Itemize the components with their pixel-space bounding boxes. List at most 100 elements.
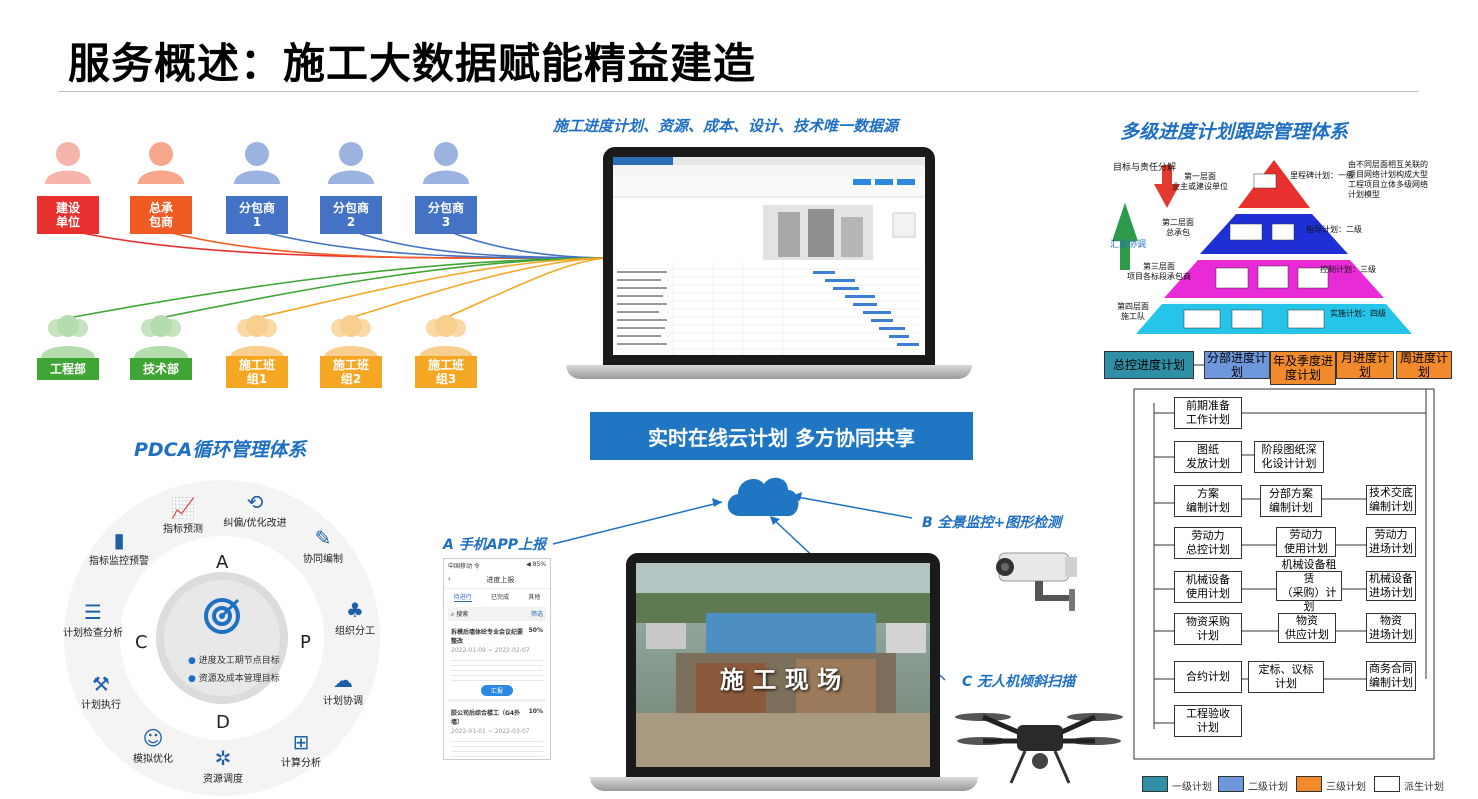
app-report-label: A 手机APP上报 <box>443 537 547 553</box>
cloud-icon <box>727 477 799 516</box>
flow-col1-box: 物资采购 计划 <box>1174 613 1242 645</box>
phone-battery: ◀ 85% <box>526 561 546 568</box>
flow-col2-box: 定标、议标 计划 <box>1248 661 1324 693</box>
tab-other[interactable]: 其他 <box>528 594 541 601</box>
pdca-item-label: 指标监控预警 <box>89 556 149 567</box>
card1-body <box>451 656 543 682</box>
bottom-party-0: 工程部 <box>37 312 99 392</box>
pdca-item: ⟲纠偏/优化改进 <box>210 490 300 529</box>
card2-body <box>451 737 543 759</box>
pdca-item-label: 协同编制 <box>303 554 343 565</box>
legend-label: 一级计划 <box>1172 782 1212 793</box>
shovel-icon: ⚒ <box>92 672 110 696</box>
flow-col2-box: 物资 供应计划 <box>1278 613 1336 643</box>
monitor-label: B 全景监控+图形检测 <box>922 515 1062 531</box>
top-party-3: 分包商 2 <box>320 140 382 234</box>
card1-report-button[interactable]: 汇报 <box>480 685 513 696</box>
pdca-item-label: 纠偏/优化改进 <box>223 518 287 529</box>
flowchart-lines <box>1133 364 1435 760</box>
bottom-party-4: 施工班 组3 <box>415 312 477 392</box>
pdca-heading: PDCA循环管理体系 <box>134 439 307 461</box>
flow-col2-box: 分部方案 编制计划 <box>1260 485 1322 517</box>
pdca-item-label: 计划检查分析 <box>63 628 123 639</box>
legend-label: 派生计划 <box>1404 782 1444 793</box>
tab-done[interactable]: 已完成 <box>490 594 509 601</box>
pyramid-level-2-left: 第二层面 总承包 <box>1162 218 1194 237</box>
legend-swatch <box>1142 776 1168 792</box>
person-icon <box>419 315 473 358</box>
flow-col1-box: 劳动力 总控计划 <box>1174 527 1242 559</box>
legend-label: 二级计划 <box>1248 782 1288 793</box>
bottom-party-3: 施工班 组2 <box>320 312 382 392</box>
goal-schedule: 进度及工期节点目标 <box>198 656 280 666</box>
party-label: 总承 包商 <box>130 196 192 234</box>
phone-search[interactable]: 搜索 <box>456 611 469 618</box>
flow-top-frame <box>1102 349 1454 385</box>
pyramid-level-2-right: 指导计划：二级 <box>1306 225 1362 234</box>
site-label: 施 工 现 场 <box>720 666 842 694</box>
pdca-letter-p: P <box>300 632 311 653</box>
chat-icon: ☁ <box>333 668 353 692</box>
phone-title: 进度上报 <box>486 576 515 584</box>
back-arrow-icon[interactable]: ‹ <box>448 575 451 583</box>
flow-top-3: 月进度计划 <box>1336 351 1394 379</box>
person-icon <box>423 142 469 184</box>
network-icon: ✲ <box>214 746 232 770</box>
bar-chart-icon: ▮ <box>113 528 125 552</box>
party-label: 分包商 3 <box>415 196 477 234</box>
pdca-item: ♣组织分工 <box>310 598 400 637</box>
legend-swatch <box>1296 776 1322 792</box>
legend-label: 三级计划 <box>1326 782 1366 793</box>
card1-title: 拆模后墙体砼专业会议纪要整改 <box>451 629 524 645</box>
head-gear-icon: ☺ <box>142 726 164 750</box>
flow-top-2: 年及季度进度计划 <box>1270 351 1336 385</box>
pyramid-level-4-left: 第四层面 施工队 <box>1117 302 1149 321</box>
pyramid-level-1-left: 第一层面 业主或建设单位 <box>1172 172 1228 191</box>
pyramid-note: 由不同层面相互关联的项目网络计划构成大型工程项目立体多级网络计划模型 <box>1348 160 1428 199</box>
party-label: 分包商 2 <box>320 196 382 234</box>
pyramid-level-1-right: 里程碑计划：一级 <box>1290 171 1354 180</box>
pyramid-left-down: 汇总协调 <box>1110 240 1147 250</box>
phone-status: 中国移动 令 <box>448 563 480 570</box>
flow-col2-box: 劳动力 使用计划 <box>1276 527 1336 557</box>
tab-pending[interactable]: 待进行 <box>453 594 472 602</box>
top-party-2: 分包商 1 <box>226 140 288 234</box>
party-label: 施工班 组2 <box>320 356 382 388</box>
page-title: 服务概述：施工大数据赋能精益建造 <box>68 39 757 88</box>
flow-col1-box: 工程验收 计划 <box>1174 705 1242 737</box>
phone-filter[interactable]: 筛选 <box>530 611 543 618</box>
pdca-item-label: 计划协调 <box>323 696 363 707</box>
party-label: 建设 单位 <box>37 196 99 234</box>
flow-top-4: 周进度计划 <box>1396 351 1452 379</box>
pdca-item: ☺模拟优化 <box>108 726 198 765</box>
person-icon <box>234 142 280 184</box>
pdca-item: ☁ 计划协调 <box>298 668 388 707</box>
party-label: 工程部 <box>37 358 99 380</box>
party-label: 施工班 组3 <box>415 356 477 388</box>
trend-chart-icon: 📈 <box>170 496 196 520</box>
pdca-item-label: 指标预测 <box>163 524 203 535</box>
pyramid-level-3-left: 第三层面 项目各标段承包商 <box>1127 262 1191 281</box>
search-icon: ⌕ <box>451 611 455 618</box>
data-source-heading: 施工进度计划、资源、成本、设计、技术唯一数据源 <box>553 117 899 135</box>
pyramid-diagram <box>1112 160 1412 334</box>
flow-col3-box: 商务合同 编制计划 <box>1366 661 1416 691</box>
laptop-gantt-screen <box>603 147 935 365</box>
card1-date: 2022-01-09 ~ 2022-02-07 <box>451 647 530 654</box>
laptop-base <box>566 365 972 379</box>
bottom-party-1: 技术部 <box>130 312 192 392</box>
task-card[interactable]: 胶公司后综合楼工（G4外墙）10% 2022-01-01 ~ 2022-03-0… <box>448 705 546 759</box>
top-party-1: 总承 包商 <box>130 140 192 234</box>
flow-col1-box: 方案 编制计划 <box>1174 485 1242 517</box>
pdca-item: 📈 指标预测 <box>138 496 228 535</box>
pdca-item-label: 组织分工 <box>335 626 375 637</box>
cloud-plan-banner: 实时在线云计划 多方协同共享 <box>590 412 973 460</box>
pyramid-level-4-right: 实施计划：四级 <box>1330 309 1386 318</box>
drone-label: C 无人机倾斜扫描 <box>962 674 1076 690</box>
checklist-icon: ☰ <box>84 600 102 624</box>
pdca-item-label: 计算分析 <box>281 758 321 769</box>
pdca-letter-d: D <box>216 712 230 733</box>
mobile-app-screen: 中国移动 令 ◀ 85% ‹ 进度上报 待进行 已完成 其他 ⌕ 搜索 筛选 拆… <box>443 558 551 760</box>
pdca-letter-c: C <box>135 632 148 653</box>
